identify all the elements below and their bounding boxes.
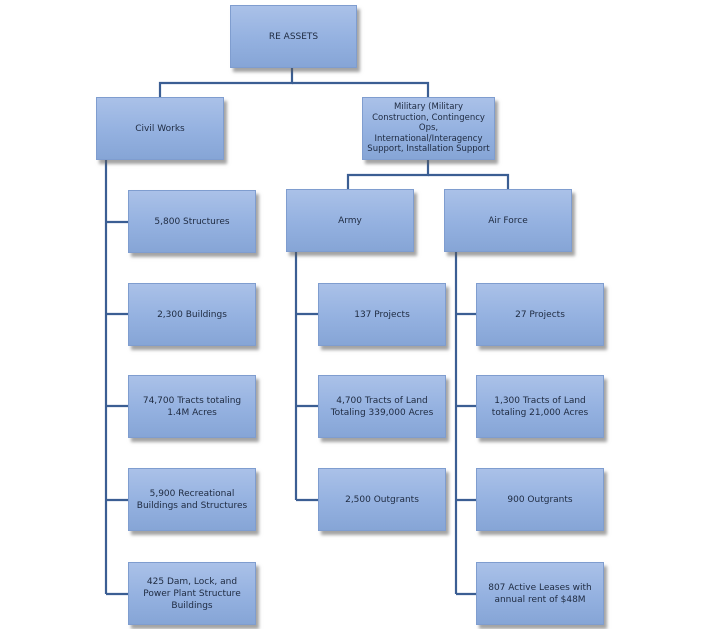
air-force-item-label: 900 Outgrants	[507, 494, 573, 505]
military-node: Military (Military Construction, Conting…	[362, 97, 495, 160]
connector-military-army	[346, 160, 430, 189]
civil-works-item-label: 74,700 Tracts totaling 1.4M Acres	[142, 395, 242, 418]
army-item-label: 2,500 Outgrants	[345, 494, 419, 505]
root-node: RE ASSETS	[230, 5, 357, 68]
air-force-item-outgrants: 900 Outgrants	[476, 468, 604, 531]
connector-root-civil-works	[158, 68, 294, 97]
civil-works-item-dam-lock: 425 Dam, Lock, and Power Plant Structure…	[128, 562, 256, 625]
civil-works-item-tracts: 74,700 Tracts totaling 1.4M Acres	[128, 375, 256, 438]
air-force-item-label: 1,300 Tracts of Land totaling 21,000 Acr…	[491, 395, 589, 418]
military-label: Military (Military Construction, Conting…	[367, 102, 490, 155]
air-force-node: Air Force	[444, 189, 572, 252]
connector-root-military	[292, 81, 430, 97]
civil-works-item-label: 2,300 Buildings	[157, 309, 227, 320]
air-force-item-label: 807 Active Leases with annual rent of $4…	[488, 582, 592, 605]
army-item-tracts: 4,700 Tracts of Land Totaling 339,000 Ac…	[318, 375, 446, 438]
air-force-label: Air Force	[488, 215, 528, 226]
army-node: Army	[286, 189, 414, 252]
civil-works-node: Civil Works	[96, 97, 224, 160]
army-item-label: 4,700 Tracts of Land Totaling 339,000 Ac…	[330, 395, 434, 418]
civil-works-item-structures: 5,800 Structures	[128, 190, 256, 253]
army-item-outgrants: 2,500 Outgrants	[318, 468, 446, 531]
civil-works-item-label: 5,800 Structures	[154, 216, 230, 227]
connector-military-air-force	[428, 173, 510, 189]
civil-works-item-label: 425 Dam, Lock, and Power Plant Structure…	[143, 576, 241, 611]
air-force-item-leases: 807 Active Leases with annual rent of $4…	[476, 562, 604, 625]
civil-works-item-label: 5,900 Recreational Buildings and Structu…	[136, 488, 248, 511]
air-force-item-projects: 27 Projects	[476, 283, 604, 346]
root-label: RE ASSETS	[268, 31, 319, 42]
civil-works-label: Civil Works	[135, 123, 185, 134]
civil-works-item-buildings: 2,300 Buildings	[128, 283, 256, 346]
air-force-item-label: 27 Projects	[515, 309, 565, 320]
army-item-projects: 137 Projects	[318, 283, 446, 346]
air-force-item-tracts: 1,300 Tracts of Land totaling 21,000 Acr…	[476, 375, 604, 438]
army-item-label: 137 Projects	[354, 309, 410, 320]
civil-works-item-recreational: 5,900 Recreational Buildings and Structu…	[128, 468, 256, 531]
army-label: Army	[338, 215, 362, 226]
